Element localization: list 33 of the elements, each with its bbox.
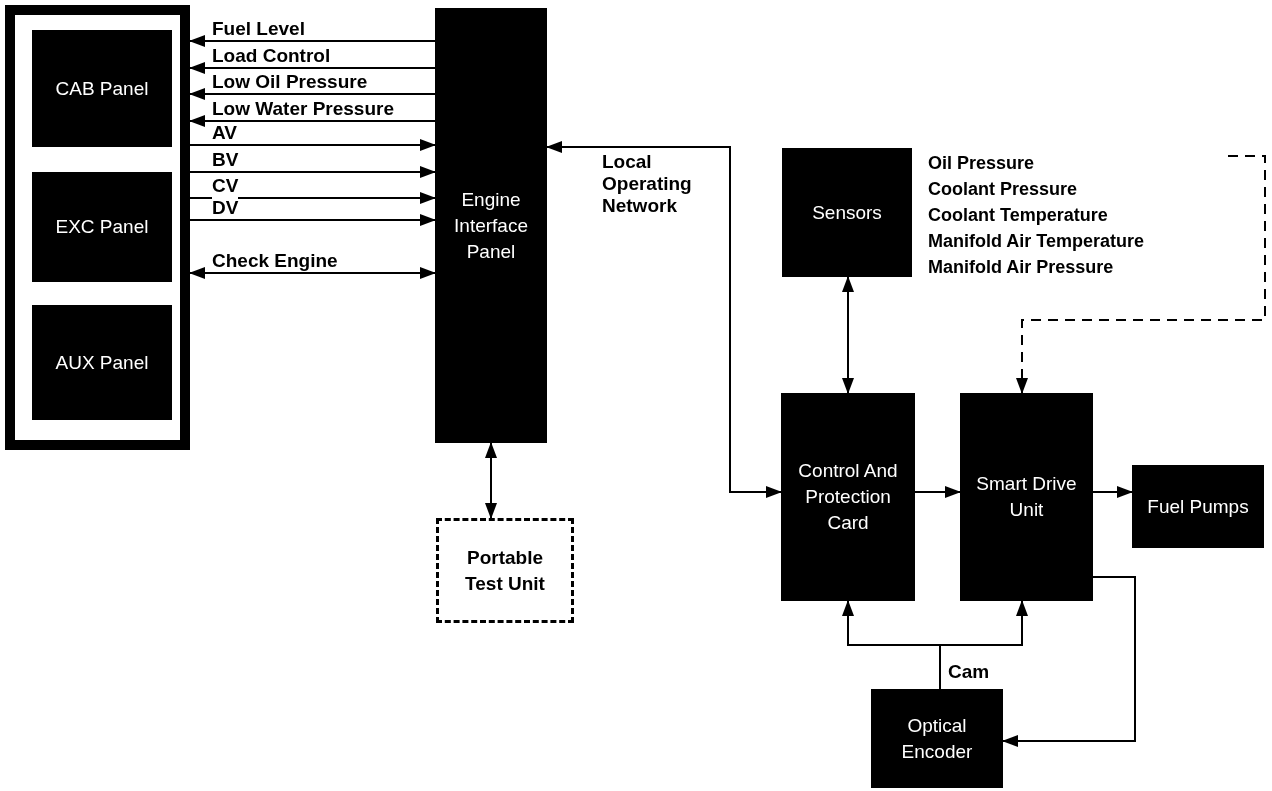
arrow <box>1092 486 1133 498</box>
block-box: Fuel Pumps <box>1132 465 1264 548</box>
arrow <box>189 139 436 151</box>
signal-list-item: Coolant Pressure <box>928 178 1078 201</box>
arrow <box>1002 576 1136 747</box>
arrow <box>939 600 1028 690</box>
arrow <box>485 442 497 519</box>
panel-frame <box>5 5 190 450</box>
arrow <box>546 141 782 498</box>
block-box: Sensors <box>782 148 912 277</box>
arrow <box>189 267 436 279</box>
block-box: Smart Drive Unit <box>960 393 1093 601</box>
block-box: Optical Encoder <box>871 689 1003 788</box>
arrow <box>189 214 436 226</box>
arrow <box>914 486 961 498</box>
arrow <box>189 166 436 178</box>
signal-list-item: Coolant Temperature <box>928 204 1108 227</box>
signal-list-item: Oil Pressure <box>928 152 1035 175</box>
arrow <box>189 62 436 74</box>
block-box: Engine Interface Panel <box>435 8 547 443</box>
block-box: Control And Protection Card <box>781 393 915 601</box>
signal-list-item: Manifold Air Pressure <box>928 256 1114 279</box>
signal-list-item: Manifold Air Temperature <box>928 230 1145 253</box>
arrow <box>189 115 436 127</box>
block-box: EXC Panel <box>32 172 172 282</box>
arrow <box>189 35 436 47</box>
arrow <box>189 88 436 100</box>
arrow <box>842 276 854 394</box>
dashed-unit-box: Portable Test Unit <box>436 518 574 623</box>
block-box: CAB Panel <box>32 30 172 147</box>
arrow <box>189 192 436 204</box>
dashed-arrow <box>1016 155 1266 394</box>
block-box: AUX Panel <box>32 305 172 420</box>
